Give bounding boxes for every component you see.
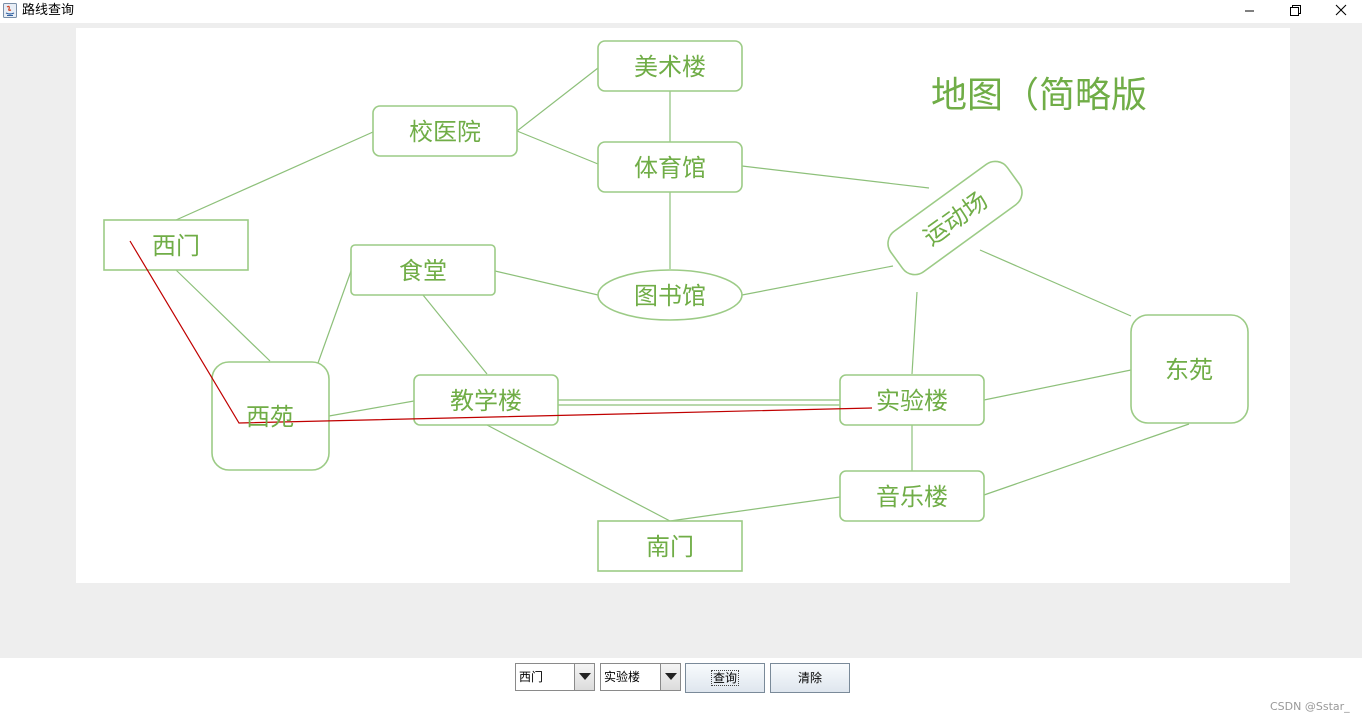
- node-label-tushuguan: 图书馆: [634, 282, 706, 310]
- edge-yundongchang-dongyuan: [979, 249, 1132, 317]
- node-box-yinyuelou: [839, 470, 985, 522]
- restore-icon: [1290, 5, 1301, 16]
- to-dropdown-button[interactable]: [660, 664, 680, 690]
- edge-shitang-jiaoxuelou: [422, 294, 488, 375]
- node-box-yundongchang: [887, 160, 1023, 276]
- node-box-tushuguan: [597, 269, 743, 321]
- edge-shitang-xiyuan: [317, 270, 352, 364]
- from-location-select[interactable]: 西门: [515, 663, 595, 691]
- node-box-tiyuguan: [597, 141, 743, 193]
- from-dropdown-button[interactable]: [574, 664, 594, 690]
- node-box-xiaoyiyuan: [372, 105, 518, 157]
- clear-button-label: 清除: [797, 671, 822, 685]
- edge-tushuguan-yundongchang: [741, 265, 894, 296]
- title-bar: 路线查询: [0, 0, 1362, 23]
- node-label-tiyuguan: 体育馆: [634, 154, 706, 182]
- watermark: CSDN @Sstar_: [1270, 700, 1350, 713]
- node-box-nanmen: [597, 520, 743, 572]
- edge-yinyuelou-nanmen: [669, 496, 841, 522]
- edge-yinyuelou-dongyuan: [983, 423, 1190, 496]
- from-location-value: 西门: [519, 670, 544, 684]
- node-label-shitang: 食堂: [399, 257, 447, 285]
- query-button[interactable]: 查询: [685, 663, 765, 693]
- edge-ximen-xiyuan: [175, 269, 271, 362]
- to-location-value: 实验楼: [604, 670, 641, 684]
- node-box-shitang: [350, 244, 496, 296]
- close-icon: [1335, 4, 1347, 16]
- node-label-nanmen: 南门: [646, 533, 694, 561]
- edge-xiaoyiyuan-tiyuguan: [516, 130, 599, 165]
- edge-shiyanlou-dongyuan: [983, 369, 1132, 401]
- node-label-dongyuan: 东苑: [1165, 356, 1213, 384]
- node-box-dongyuan: [1130, 314, 1249, 424]
- node-box-jiaoxuelou: [413, 374, 559, 426]
- node-label-yinyuelou: 音乐楼: [876, 483, 948, 511]
- node-label-xiyuan: 西苑: [246, 403, 294, 431]
- edge-yundongchang-shiyanlou: [911, 291, 918, 375]
- close-button[interactable]: [1318, 0, 1362, 22]
- node-label-xiaoyiyuan: 校医院: [409, 118, 481, 146]
- edge-jiaoxuelou-nanmen: [486, 424, 671, 522]
- map-edges: [175, 67, 1190, 522]
- to-location-select[interactable]: 实验楼: [600, 663, 681, 691]
- node-label-shiyanlou: 实验楼: [876, 387, 948, 415]
- edge-xiyuan-jiaoxuelou: [328, 400, 415, 417]
- node-box-meishulou: [597, 40, 743, 92]
- map-labels: 美术楼 校医院 体育馆 西门 食堂 图书馆 西苑 教学楼 实验楼 东苑 音乐楼 …: [152, 53, 1213, 561]
- node-label-jiaoxuelou: 教学楼: [450, 387, 522, 415]
- node-box-xiyuan: [211, 361, 330, 471]
- minimize-button[interactable]: [1226, 0, 1272, 22]
- route-path: [129, 240, 873, 424]
- minimize-icon: [1245, 10, 1254, 12]
- map-canvas: 美术楼 校医院 体育馆 西门 食堂 图书馆 西苑 教学楼 实验楼 东苑 音乐楼 …: [76, 28, 1290, 583]
- edge-tiyuguan-yundongchang: [741, 165, 930, 189]
- java-app-icon: [3, 3, 17, 18]
- map-title: 地图（简略版: [931, 75, 1147, 116]
- node-label-meishulou: 美术楼: [634, 53, 706, 81]
- control-bar: 西门 实验楼 查询 清除: [0, 658, 1362, 722]
- maximize-button[interactable]: [1272, 0, 1318, 22]
- node-label-ximen: 西门: [152, 232, 200, 260]
- triangle-down-icon: [665, 673, 677, 680]
- edge-shitang-tushuguan: [494, 270, 599, 296]
- map-nodes: [103, 40, 1249, 572]
- triangle-down-icon: [579, 673, 591, 680]
- query-button-label: 查询: [710, 670, 739, 686]
- edge-xiaoyiyuan-meishulou: [516, 67, 599, 132]
- node-box-ximen: [103, 219, 249, 271]
- edge-ximen-xiaoyiyuan: [175, 131, 374, 221]
- node-box-shiyanlou: [839, 374, 985, 426]
- clear-button[interactable]: 清除: [770, 663, 850, 693]
- window-title: 路线查询: [22, 3, 75, 18]
- campus-map: 美术楼 校医院 体育馆 西门 食堂 图书馆 西苑 教学楼 实验楼 东苑 音乐楼 …: [103, 40, 1249, 572]
